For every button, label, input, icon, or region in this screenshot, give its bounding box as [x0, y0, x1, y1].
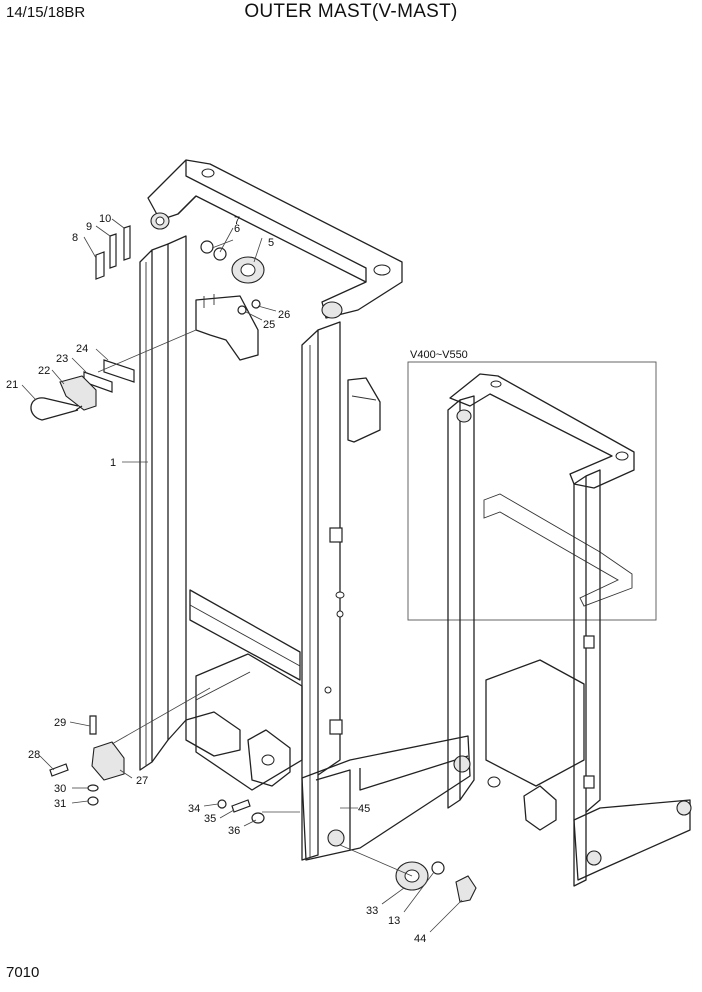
variant-label: V400~V550: [410, 349, 468, 361]
callout-29: 29: [54, 717, 66, 729]
callout-7: 7: [234, 215, 240, 227]
diagram-title: OUTER MAST(V-MAST): [244, 1, 458, 22]
callout-35: 35: [204, 813, 216, 825]
callout-labels: 1 5 6 7 8 9 10 13 21 22 23 24 25 26 27 2…: [6, 213, 468, 945]
callout-22: 22: [38, 365, 50, 377]
callout-44: 44: [414, 933, 426, 945]
page-number: 7010: [6, 964, 40, 981]
callout-33: 33: [366, 905, 378, 917]
variant-mast-drawing: [447, 373, 692, 887]
variant-inset-frame: [407, 361, 657, 621]
callout-25: 25: [263, 319, 275, 331]
leader-lines: [21, 218, 463, 933]
outer-mast-frame: [139, 159, 501, 861]
callout-21: 21: [6, 379, 18, 391]
callout-10: 10: [99, 213, 111, 225]
callout-24: 24: [76, 343, 88, 355]
callout-26: 26: [278, 309, 290, 321]
callout-30: 30: [54, 783, 66, 795]
callout-28: 28: [28, 749, 40, 761]
callout-8: 8: [72, 232, 78, 244]
callout-45: 45: [358, 803, 370, 815]
callout-31: 31: [54, 798, 66, 810]
callout-1: 1: [110, 457, 116, 469]
callout-36: 36: [228, 825, 240, 837]
callout-34: 34: [188, 803, 200, 815]
callout-27: 27: [136, 775, 148, 787]
callout-5: 5: [268, 237, 274, 249]
callout-23: 23: [56, 353, 68, 365]
callout-9: 9: [86, 221, 92, 233]
callout-6: 6: [234, 223, 240, 235]
callout-13: 13: [388, 915, 400, 927]
small-parts: [30, 225, 477, 903]
model-code: 14/15/18BR: [6, 4, 86, 21]
